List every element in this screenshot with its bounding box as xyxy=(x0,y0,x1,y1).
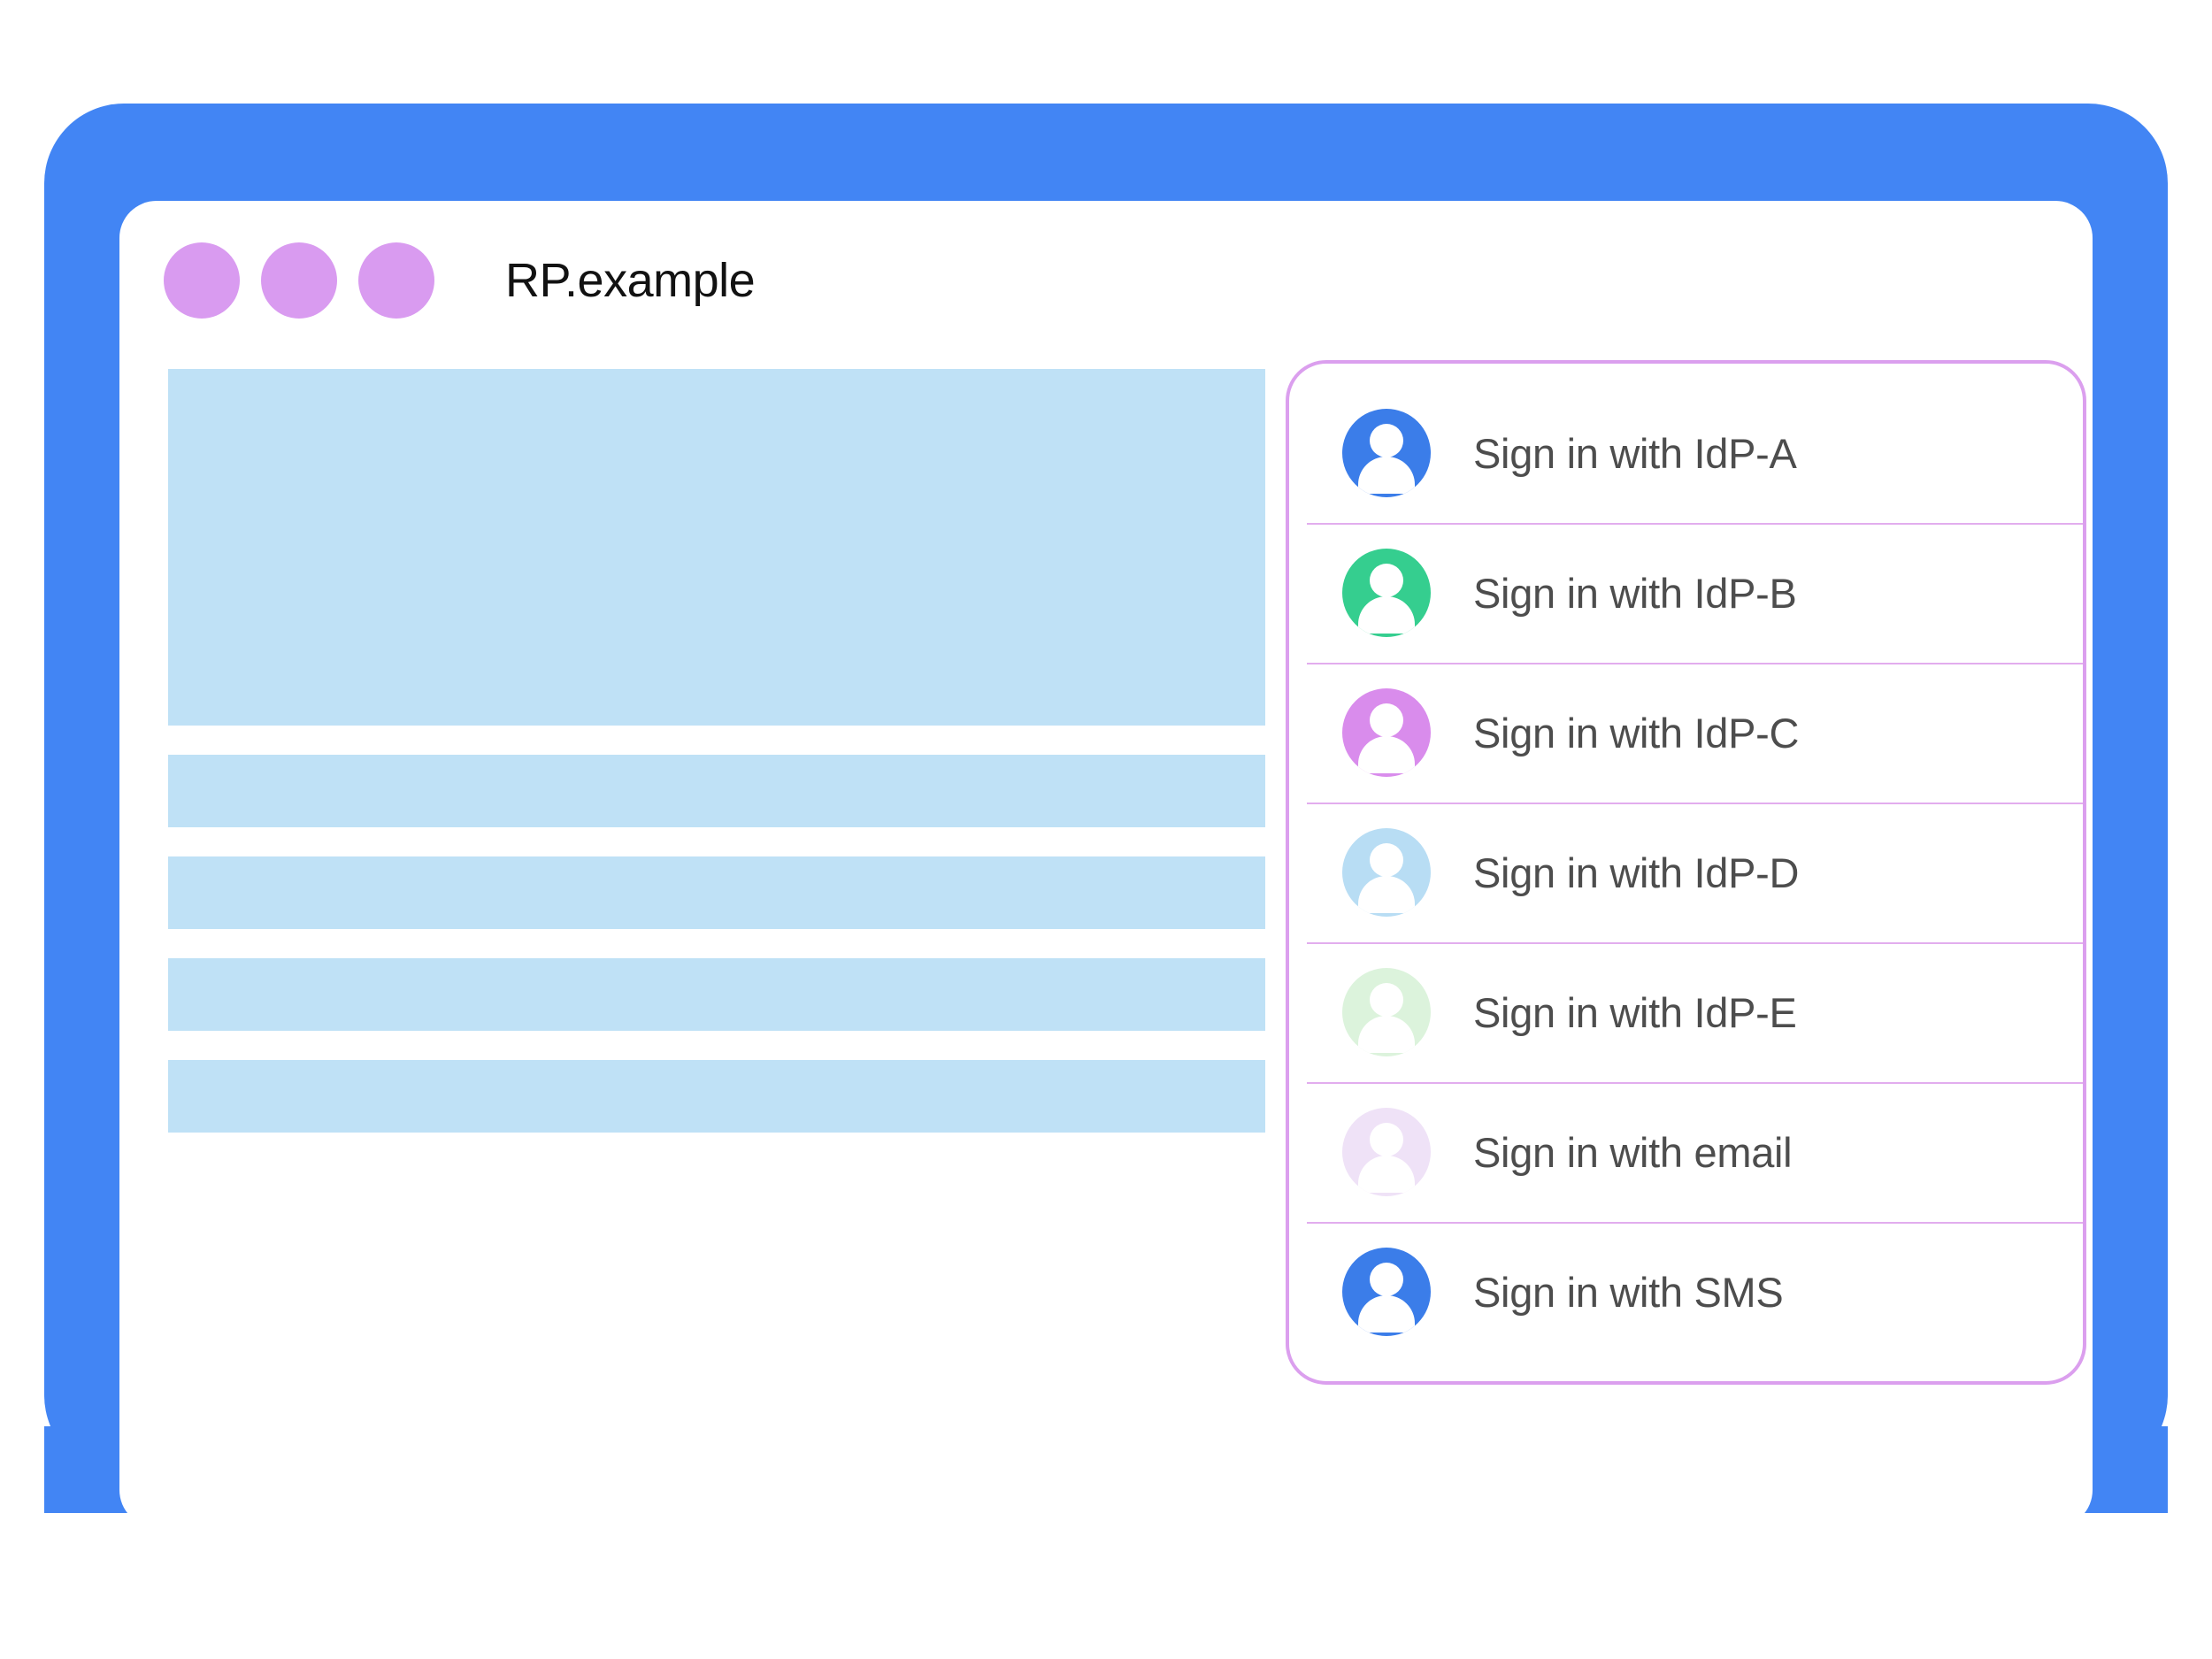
signin-option-label: Sign in with IdP-E xyxy=(1473,988,1797,1036)
text-line-placeholder-1 xyxy=(168,755,1265,827)
account-avatar-icon xyxy=(1342,549,1431,637)
signin-option-6[interactable]: Sign in with email xyxy=(1289,1082,2083,1222)
page-body: Sign in with IdP-A Sign in with IdP-B Sign… xyxy=(119,360,2093,1527)
window-dot-3-icon[interactable] xyxy=(358,242,434,319)
signin-option-1[interactable]: Sign in with IdP-A xyxy=(1289,383,2083,523)
signin-option-2[interactable]: Sign in with IdP-B xyxy=(1289,523,2083,663)
account-avatar-icon xyxy=(1342,409,1431,497)
signin-option-label: Sign in with IdP-B xyxy=(1473,569,1797,617)
signin-option-7[interactable]: Sign in with SMS xyxy=(1289,1222,2083,1362)
signin-option-3[interactable]: Sign in with IdP-C xyxy=(1289,663,2083,803)
browser-titlebar: RP.example xyxy=(119,201,2093,360)
account-avatar-icon xyxy=(1342,1108,1431,1196)
account-avatar-icon xyxy=(1342,968,1431,1056)
window-dot-1-icon[interactable] xyxy=(164,242,240,319)
window-dot-2-icon[interactable] xyxy=(261,242,337,319)
account-avatar-icon xyxy=(1342,688,1431,777)
signin-option-label: Sign in with email xyxy=(1473,1128,1793,1176)
page-title: RP.example xyxy=(505,254,756,307)
hero-placeholder xyxy=(168,369,1265,726)
account-avatar-icon xyxy=(1342,1248,1431,1336)
signin-option-label: Sign in with SMS xyxy=(1473,1268,1784,1316)
account-avatar-icon xyxy=(1342,828,1431,917)
text-line-placeholder-2 xyxy=(168,856,1265,929)
signin-option-4[interactable]: Sign in with IdP-D xyxy=(1289,803,2083,942)
signin-option-label: Sign in with IdP-D xyxy=(1473,849,1800,896)
signin-option-label: Sign in with IdP-C xyxy=(1473,709,1800,757)
signin-option-5[interactable]: Sign in with IdP-E xyxy=(1289,942,2083,1082)
content-placeholder-column xyxy=(168,369,1265,1162)
signin-provider-panel: Sign in with IdP-A Sign in with IdP-B Sign… xyxy=(1286,360,2086,1385)
text-line-placeholder-3 xyxy=(168,958,1265,1031)
signin-option-label: Sign in with IdP-A xyxy=(1473,429,1797,477)
text-line-placeholder-4 xyxy=(168,1060,1265,1133)
